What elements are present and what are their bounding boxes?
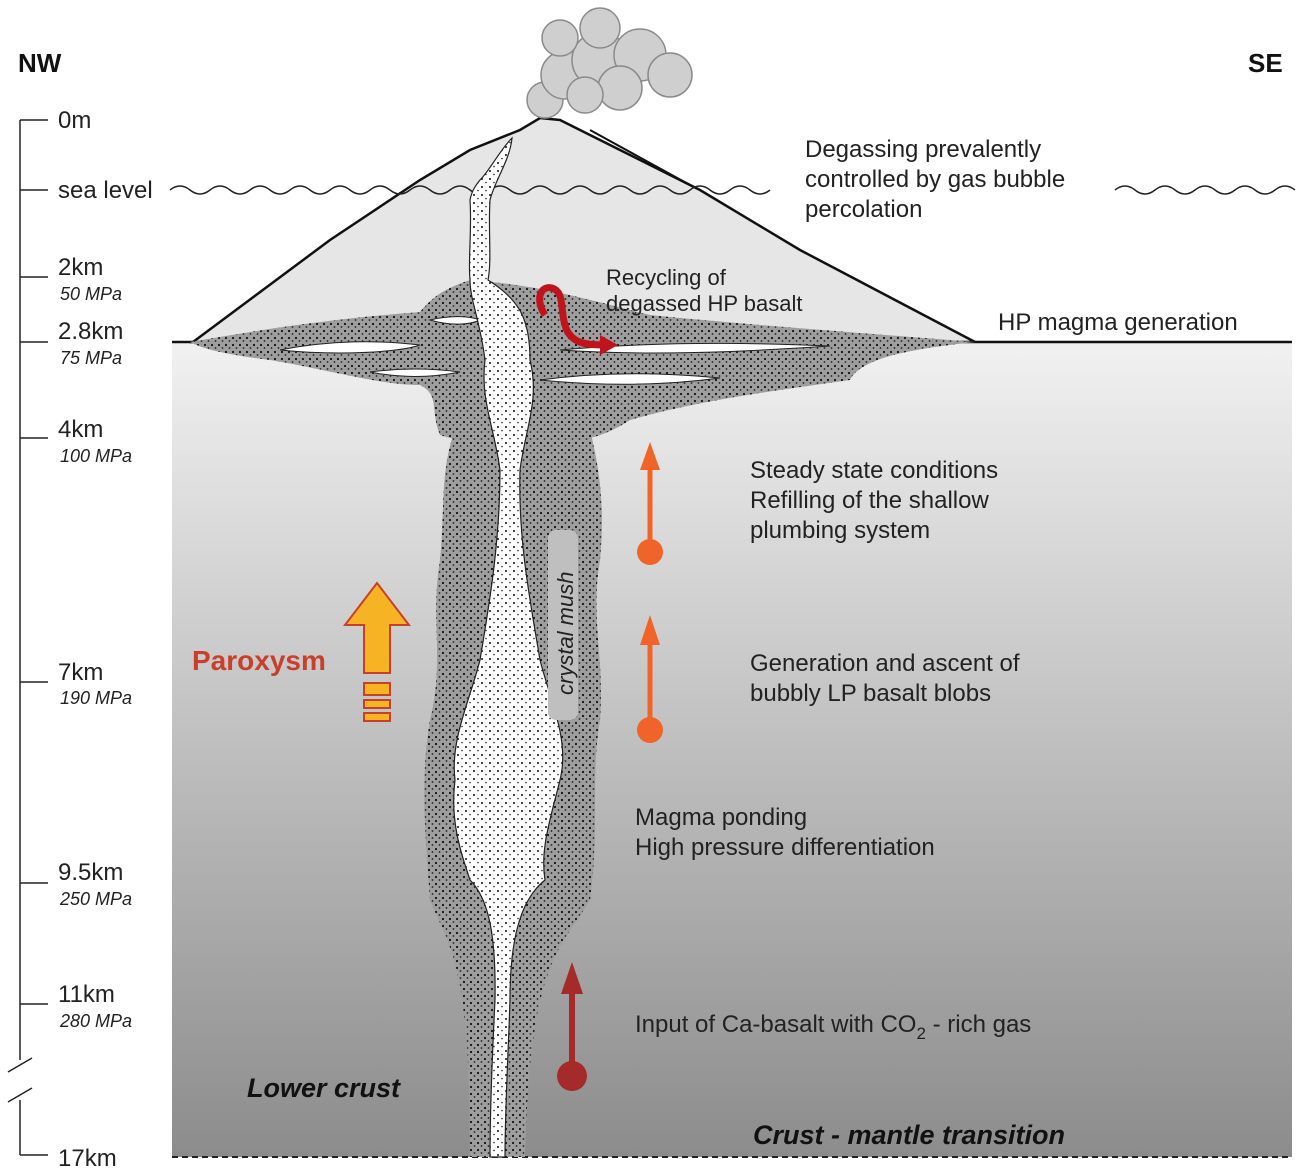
- depth-11km: 11km: [58, 981, 115, 1008]
- input-arrow-origin: [557, 1061, 587, 1091]
- steady-state-line-2: Refilling of the shallow: [750, 487, 989, 514]
- steady-state-line-1: Steady state conditions: [750, 457, 998, 484]
- depth-9-5km: 9.5km: [58, 859, 123, 886]
- depth-sea-level: sea level: [58, 177, 153, 204]
- degassing-line-3: percolation: [805, 196, 922, 223]
- gas-cloud: [527, 8, 692, 118]
- depth-scale: [8, 120, 48, 1155]
- steady-state-arrow-origin: [637, 539, 663, 565]
- input-label-rest: - rich gas: [926, 1011, 1031, 1038]
- depth-4km: 4km: [58, 416, 103, 443]
- recycling-line-1: Recycling of: [606, 265, 727, 290]
- pressure-2-8km: 75 MPa: [60, 348, 122, 368]
- crust-mantle-label: Crust - mantle transition: [753, 1120, 1065, 1150]
- direction-se: SE: [1248, 48, 1283, 78]
- recycling-line-2: degassed HP basalt: [606, 291, 803, 316]
- lower-crust-label: Lower crust: [247, 1073, 401, 1103]
- degassing-line-1: Degassing prevalently: [805, 136, 1041, 163]
- generation-line-1: Generation and ascent of: [750, 650, 1020, 677]
- generation-arrow-origin: [637, 717, 663, 743]
- paroxysm-label: Paroxysm: [192, 645, 326, 676]
- ponding-line-1: Magma ponding: [635, 804, 807, 831]
- pressure-9-5km: 250 MPa: [59, 889, 132, 909]
- ponding-line-2: High pressure differentiation: [635, 834, 935, 861]
- crystal-mush-label: crystal mush: [553, 572, 578, 695]
- steady-state-line-3: plumbing system: [750, 517, 930, 544]
- depth-2-8km: 2.8km: [58, 318, 123, 345]
- depth-7km: 7km: [58, 659, 103, 686]
- depth-17km: 17km: [58, 1145, 117, 1169]
- depth-0m: 0m: [58, 107, 91, 134]
- sea-level-wave-right: [1115, 186, 1295, 194]
- pressure-11km: 280 MPa: [59, 1011, 132, 1031]
- depth-2km: 2km: [58, 254, 103, 281]
- input-label-main: Input of Ca-basalt with CO: [635, 1011, 916, 1038]
- pressure-7km: 190 MPa: [60, 688, 132, 708]
- direction-nw: NW: [18, 48, 62, 78]
- pressure-2km: 50 MPa: [60, 284, 122, 304]
- input-label-subscript: 2: [916, 1024, 925, 1043]
- pressure-4km: 100 MPa: [60, 446, 132, 466]
- degassing-line-2: controlled by gas bubble: [805, 166, 1065, 193]
- generation-line-2: bubbly LP basalt blobs: [750, 680, 991, 707]
- hp-generation-label: HP magma generation: [998, 309, 1238, 336]
